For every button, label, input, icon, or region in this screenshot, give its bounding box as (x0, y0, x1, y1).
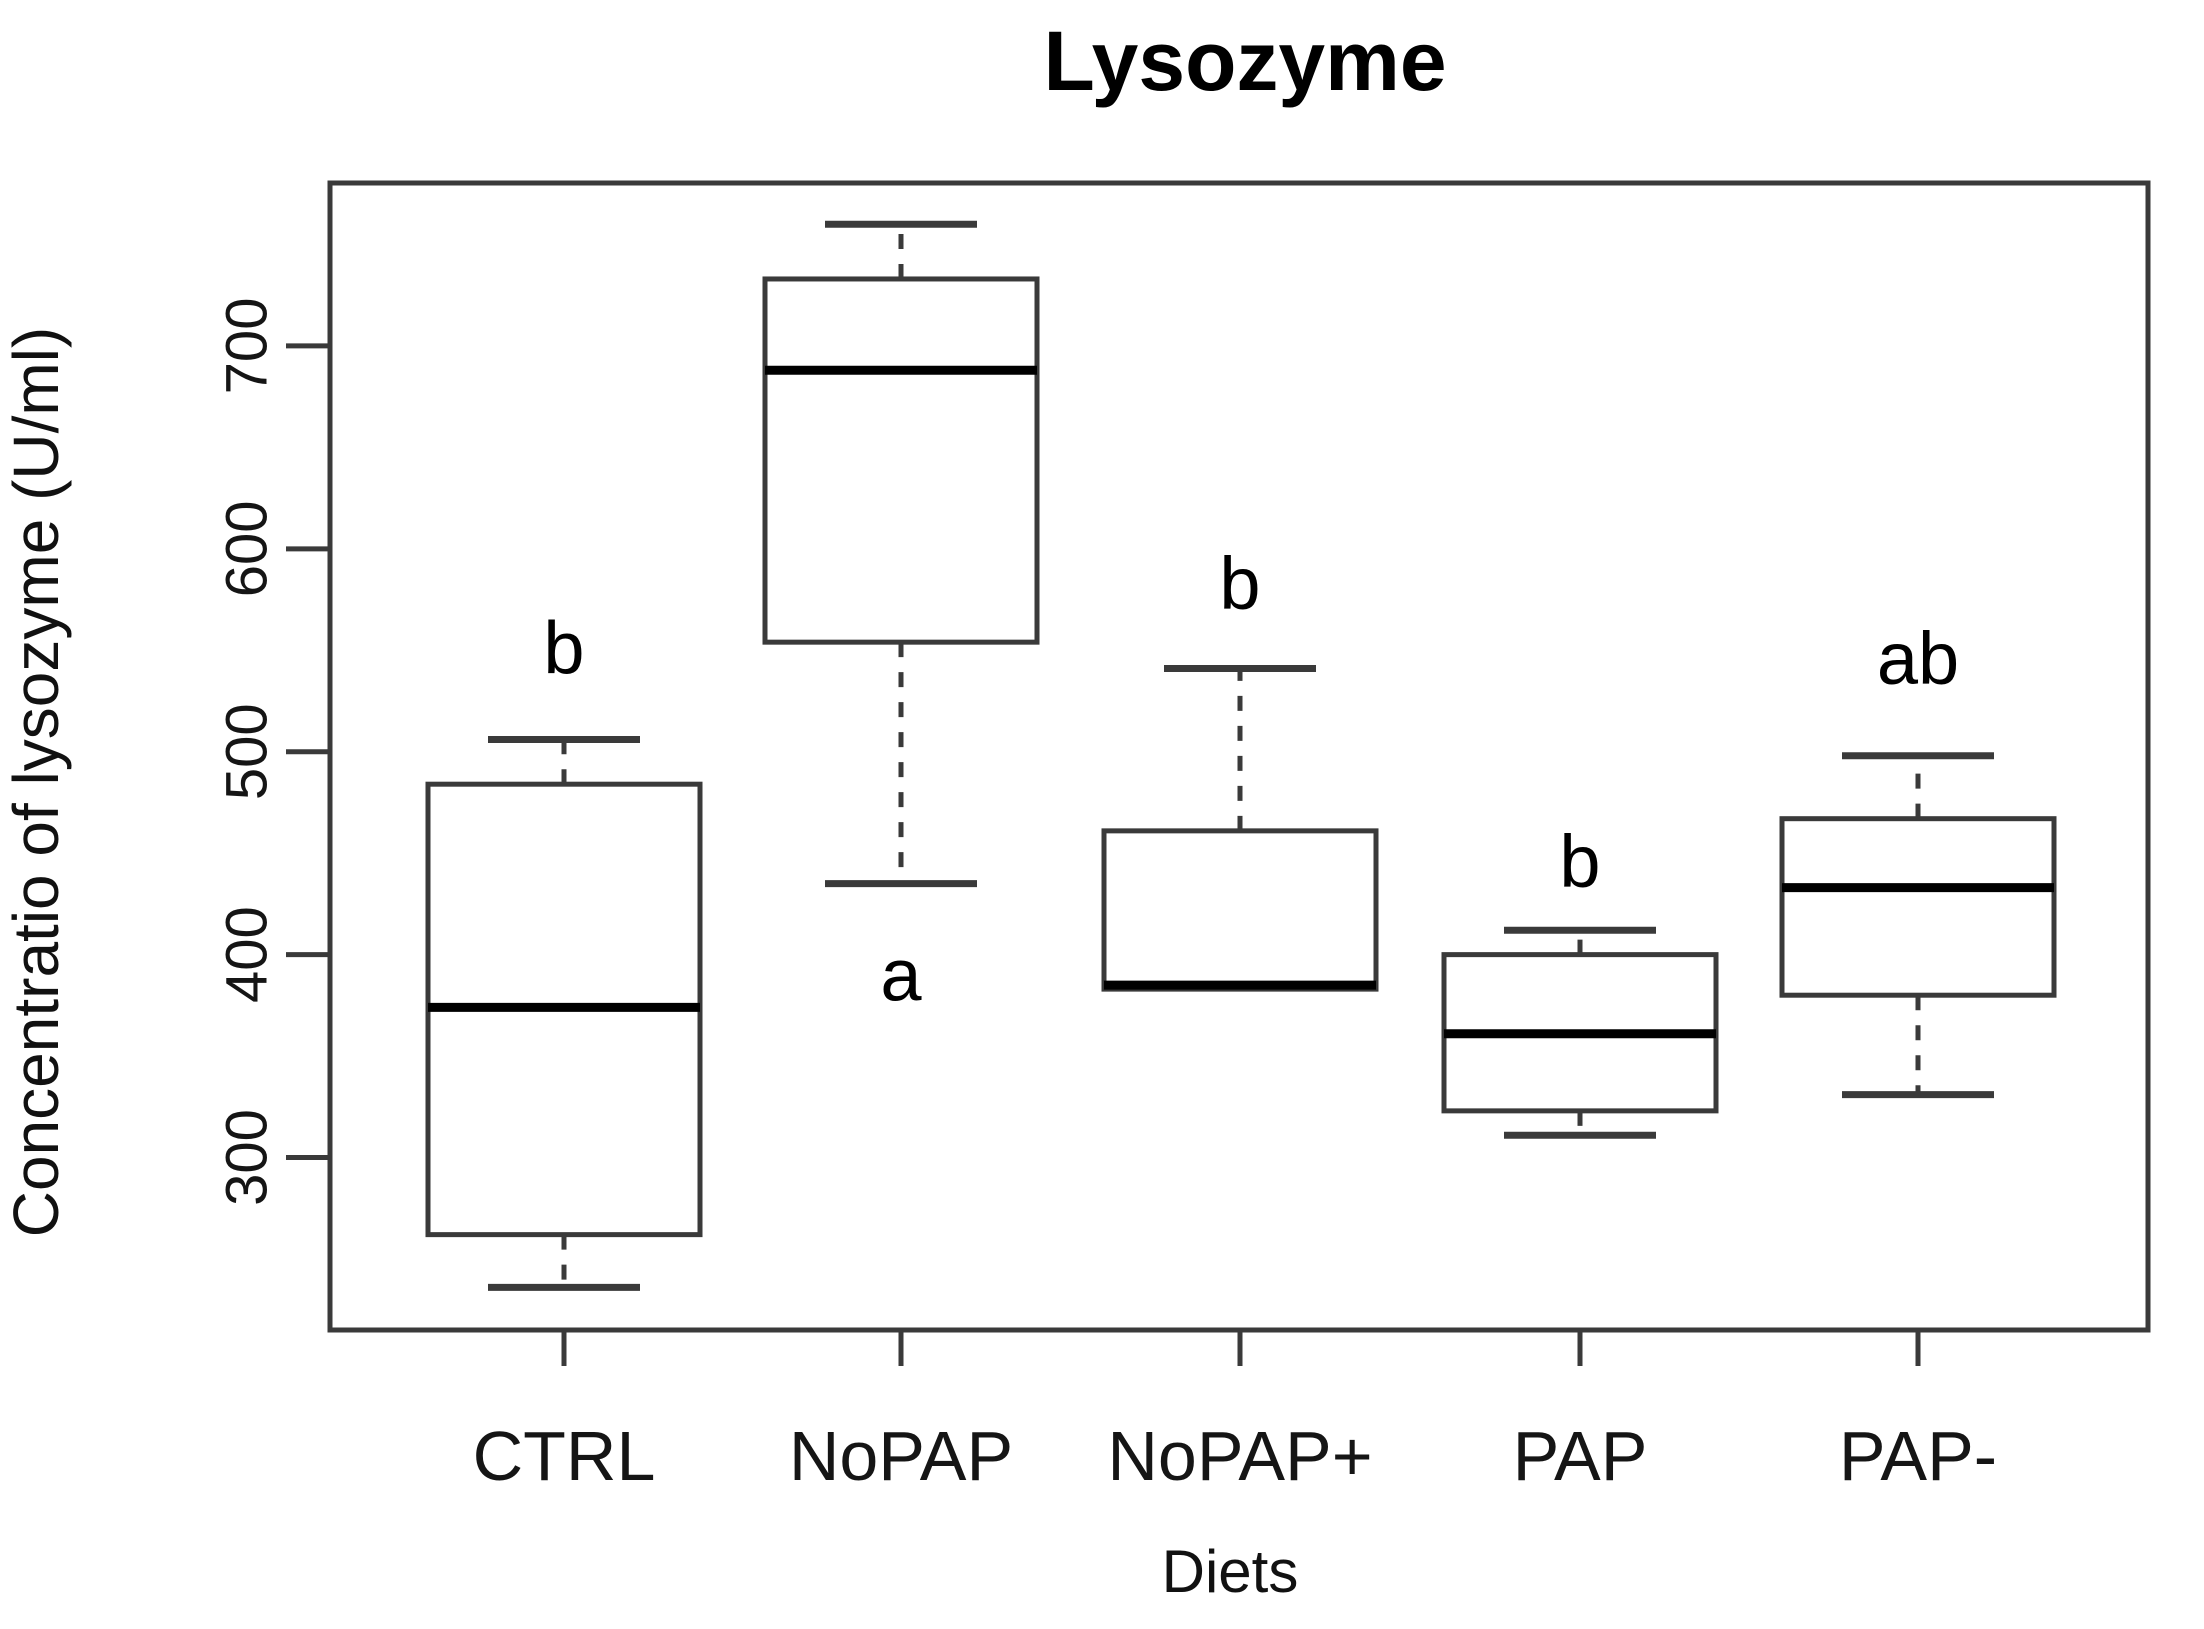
x-axis-label: Diets (1162, 1538, 1299, 1605)
boxplot-PAP (1441, 926, 1719, 1139)
y-tick-label: 700 (215, 298, 280, 395)
boxplot-NoPAP+ (1101, 665, 1379, 992)
chart-title: Lysozyme (1043, 14, 1446, 108)
iqr-box (1779, 816, 2057, 998)
boxplot-PAP- (1779, 752, 2057, 1099)
category-label-NoPAP+: NoPAP+ (1107, 1417, 1372, 1495)
sig-letter-PAP: b (1559, 820, 1600, 903)
x-axis-ticks (561, 1330, 1921, 1366)
sig-letter-NoPAP: a (880, 933, 922, 1016)
boxes (425, 220, 2057, 1291)
sig-letter-CTRL: b (543, 607, 584, 690)
category-label-PAP: PAP (1513, 1417, 1648, 1495)
category-labels: CTRL NoPAP NoPAP+ PAP PAP- (473, 1417, 1997, 1495)
y-axis-label: Concentratio of lysozyme (U/ml) (0, 327, 72, 1237)
iqr-box (762, 276, 1040, 645)
y-tick-label: 600 (215, 500, 280, 597)
boxplot-CTRL (425, 736, 703, 1291)
y-tick-label: 400 (215, 906, 280, 1003)
sig-letter-PAP-: ab (1877, 617, 1959, 700)
iqr-box (1101, 828, 1379, 992)
sig-letter-NoPAP+: b (1219, 542, 1260, 625)
y-tick-label: 500 (215, 703, 280, 800)
category-label-PAP-: PAP- (1839, 1417, 1997, 1495)
y-axis-ticks: 300 400 500 600 700 (215, 298, 330, 1206)
category-label-NoPAP: NoPAP (789, 1417, 1013, 1495)
category-label-CTRL: CTRL (473, 1417, 656, 1495)
boxplot-NoPAP (762, 220, 1040, 888)
y-tick-label: 300 (215, 1109, 280, 1206)
